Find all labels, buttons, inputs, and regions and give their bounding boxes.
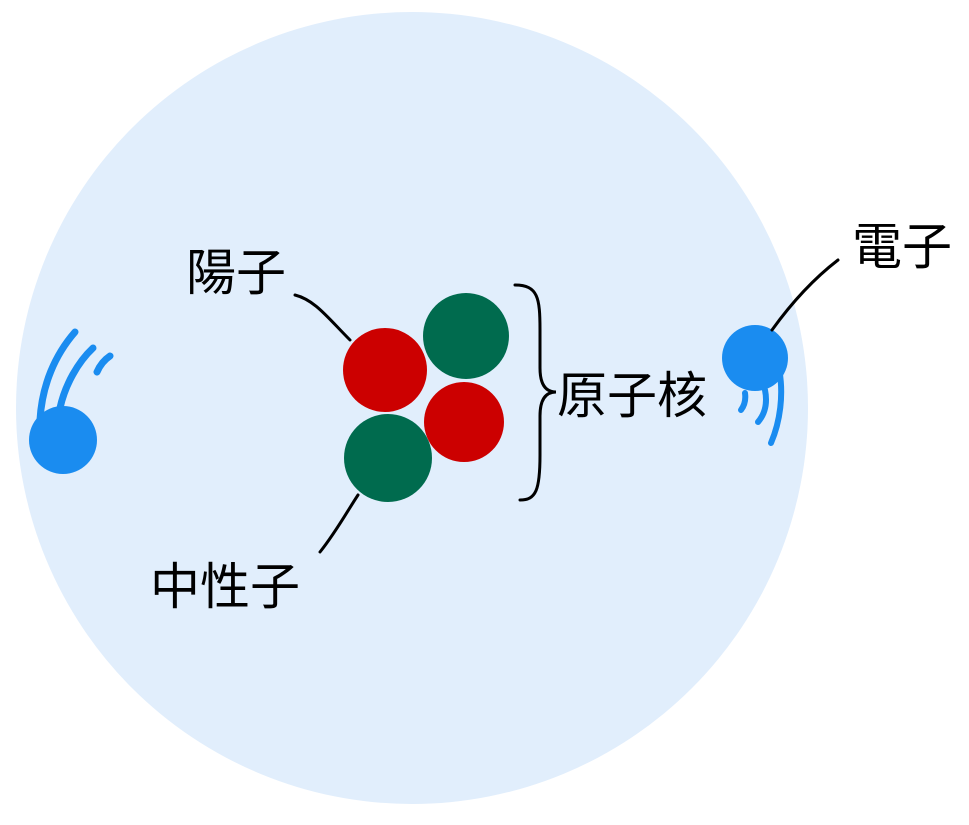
atom-cloud — [16, 12, 808, 804]
motion-lines — [36, 328, 114, 424]
nucleus-brace — [513, 283, 557, 502]
proton-particle — [424, 382, 504, 462]
nucleus-label: 原子核 — [557, 367, 707, 425]
electron-particle — [29, 406, 97, 474]
neutron-particle — [344, 414, 432, 502]
electron-particle — [722, 325, 788, 391]
neutron-label: 中性子 — [150, 558, 300, 616]
neutron-particle — [423, 293, 509, 379]
electron-leader-line — [770, 258, 840, 332]
electron-right — [722, 325, 788, 446]
electron-label: 電子 — [852, 218, 952, 276]
proton-leader-line — [293, 293, 352, 342]
motion-lines — [738, 365, 785, 446]
proton-label: 陽子 — [186, 244, 286, 302]
electron-left — [29, 328, 114, 474]
proton-particle — [343, 328, 427, 412]
neutron-leader-line — [318, 493, 360, 554]
nucleus — [343, 293, 509, 502]
